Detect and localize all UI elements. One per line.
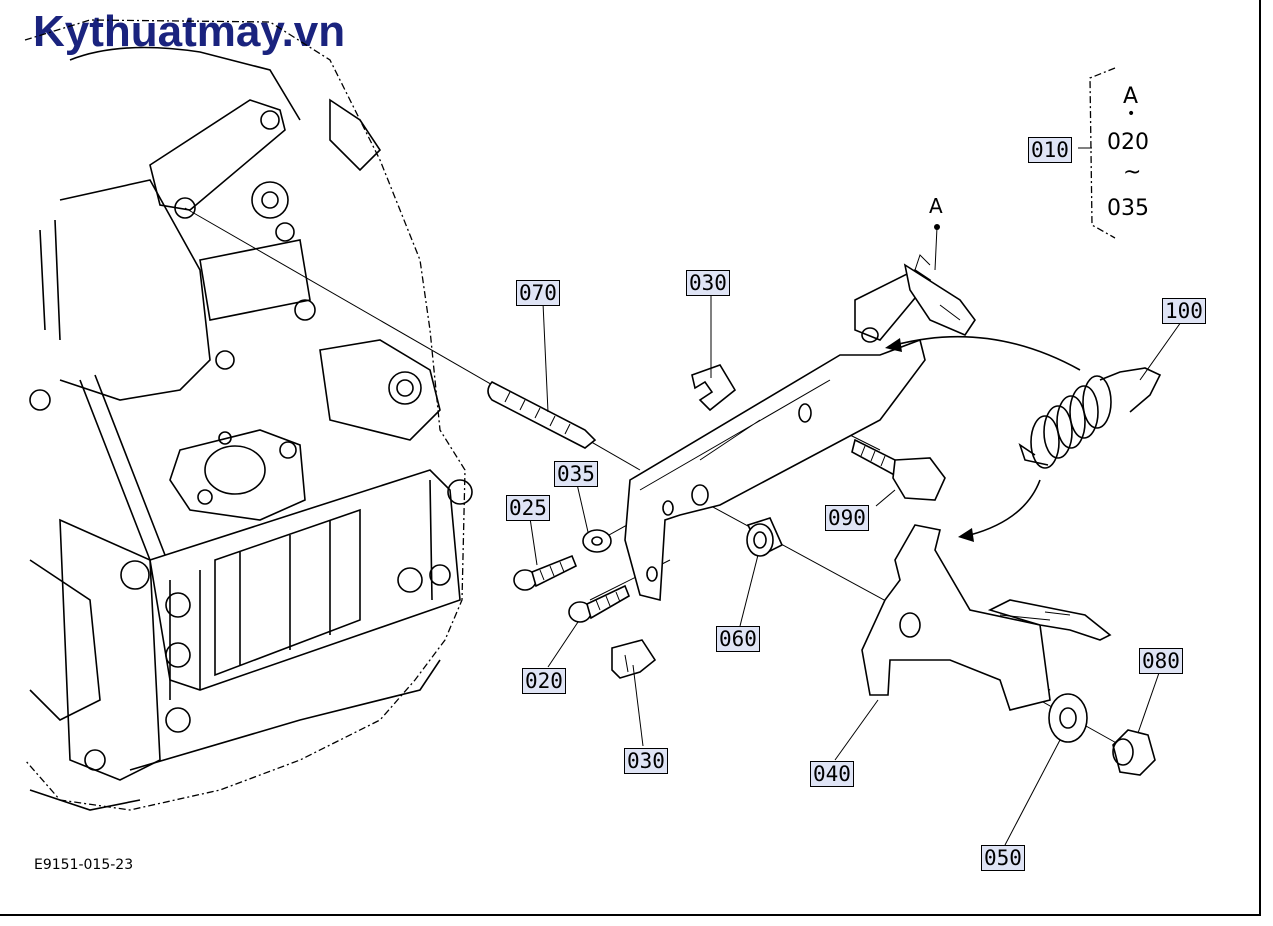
part-label-010: 010: [1028, 137, 1072, 163]
part-label-070: 070: [516, 280, 560, 306]
group-key-line-1: A: [1123, 84, 1139, 109]
bolt-090: [851, 438, 946, 501]
part-label-090: 090: [825, 505, 869, 531]
washer-050: [1048, 693, 1088, 743]
group-key-line-4: ~: [1123, 160, 1142, 185]
group-key-line-3: 020: [1107, 130, 1149, 155]
drawing-frame: [0, 0, 1261, 916]
part-label-030-top: 030: [686, 270, 730, 296]
group-key-line-2: •: [1127, 106, 1136, 122]
screw-020: [568, 584, 630, 623]
part-label-035: 035: [554, 461, 598, 487]
reference-line: [934, 226, 938, 271]
reference-label-a: A: [929, 194, 943, 218]
spring-100: [1018, 367, 1162, 469]
brand-watermark: Kythuatmay.vn: [33, 7, 346, 56]
clip-030-top: [691, 364, 737, 412]
part-label-040: 040: [810, 761, 854, 787]
leader-lines: [529, 294, 1182, 846]
arm-040: [861, 524, 1112, 711]
group-bracket: [1078, 67, 1116, 239]
collar-060: [746, 517, 784, 557]
part-label-060: 060: [716, 626, 760, 652]
engine-block: [24, 19, 473, 811]
part-label-100: 100: [1162, 298, 1206, 324]
part-label-020: 020: [522, 668, 566, 694]
stud-070: [487, 381, 597, 449]
group-key-line-5: 035: [1107, 196, 1149, 221]
drawing-number: E9151-015-23: [34, 857, 134, 873]
screw-025: [513, 554, 578, 591]
spring-arrows: [885, 335, 1081, 542]
clip-030-bottom: [611, 639, 657, 679]
part-label-025: 025: [506, 495, 550, 521]
nut-035: [582, 529, 612, 553]
part-label-030-bottom: 030: [624, 748, 668, 774]
nut-080: [1112, 729, 1156, 776]
part-label-080: 080: [1139, 648, 1183, 674]
lever-plate: [624, 254, 976, 602]
part-label-050: 050: [981, 845, 1025, 871]
